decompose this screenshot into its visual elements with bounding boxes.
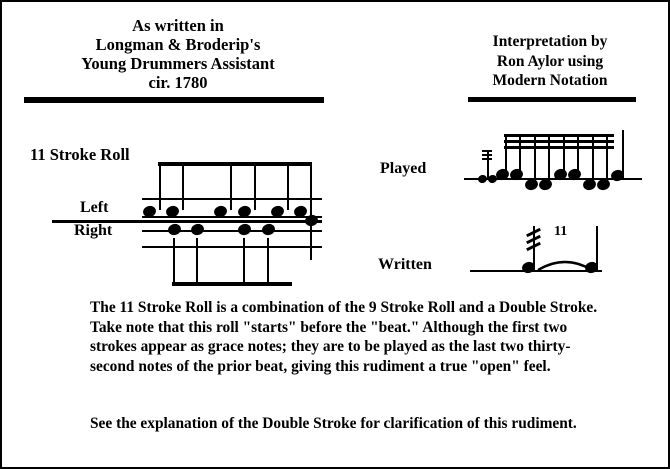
grace-flag (482, 154, 492, 156)
historic-source-line-2: Longman & Broderip's (95, 35, 261, 54)
lower-staff-line-2 (142, 246, 322, 248)
historic-source-header: As written in Longman & Broderip's Young… (30, 16, 326, 92)
hand-label-left: Left (80, 199, 109, 216)
grace-flag (482, 158, 492, 160)
written-notation-figure: 11 (442, 212, 662, 292)
lower-notehead (166, 222, 183, 237)
played-stem-3 (534, 134, 536, 184)
upper-stem-4 (254, 162, 256, 210)
played-staff-line (464, 178, 642, 180)
upper-stem-6 (310, 162, 312, 220)
played-stem-5 (563, 134, 565, 176)
description-paragraph-1: The 11 Stroke Roll is a combination of t… (90, 299, 598, 375)
lower-notehead (260, 222, 277, 237)
played-stem-6 (577, 134, 579, 176)
grace-flag (482, 150, 492, 152)
upper-stem-3 (230, 162, 232, 210)
upper-beam (158, 162, 312, 166)
played-label: Played (380, 160, 427, 177)
played-beam-2 (504, 140, 614, 143)
lower-staff-line-1 (142, 230, 322, 232)
lower-stem-4 (267, 238, 269, 286)
stroke-count-number: 11 (554, 224, 568, 239)
upper-stem-5 (287, 162, 289, 210)
lower-stem-5 (310, 220, 312, 260)
lower-notehead (189, 222, 206, 237)
interpretation-line-1: Interpretation by (492, 33, 608, 50)
grace-stem (487, 150, 489, 179)
lower-stem-2 (196, 238, 198, 286)
hand-label-right: Right (74, 222, 113, 239)
played-stem-2 (519, 134, 521, 176)
lower-stem-1 (173, 238, 175, 286)
written-stem-end (596, 226, 598, 270)
played-stem-4 (548, 134, 550, 184)
hand-divider-line (52, 220, 322, 223)
written-stem-start (533, 226, 535, 270)
played-beam-3 (504, 146, 614, 149)
upper-staff-line-2 (142, 216, 322, 218)
description-paragraph-2: See the explanation of the Double Stroke… (90, 415, 577, 432)
lower-stem-3 (243, 238, 245, 286)
interpretation-header: Interpretation by Ron Aylor using Modern… (454, 32, 646, 91)
upper-stem-1 (159, 162, 161, 210)
lower-beam (172, 282, 292, 286)
historic-source-line-3: Young Drummers Assistant (81, 54, 275, 73)
interpretation-line-2: Ron Aylor using (496, 52, 604, 70)
played-notation-figure (442, 112, 662, 202)
historic-source-line-4: cir. 1780 (148, 73, 208, 92)
upper-stem-2 (182, 162, 184, 210)
written-label: Written (378, 256, 432, 273)
played-final-stem (622, 130, 624, 178)
played-stem-7 (592, 134, 594, 184)
interpretation-line-3: Modern Notation (492, 72, 608, 89)
interpretation-header-rule (468, 97, 636, 102)
historic-header-rule (24, 97, 324, 103)
historic-notation-figure (2, 2, 342, 292)
upper-staff-line-1 (142, 198, 322, 200)
written-staff-line (470, 270, 602, 272)
rudiment-title: 11 Stroke Roll (30, 145, 130, 164)
played-beam-1 (504, 134, 614, 137)
lower-notehead (236, 222, 253, 237)
played-stem-1 (505, 134, 507, 176)
played-stem-8 (606, 134, 608, 184)
historic-source-line-1: As written in (132, 16, 224, 35)
